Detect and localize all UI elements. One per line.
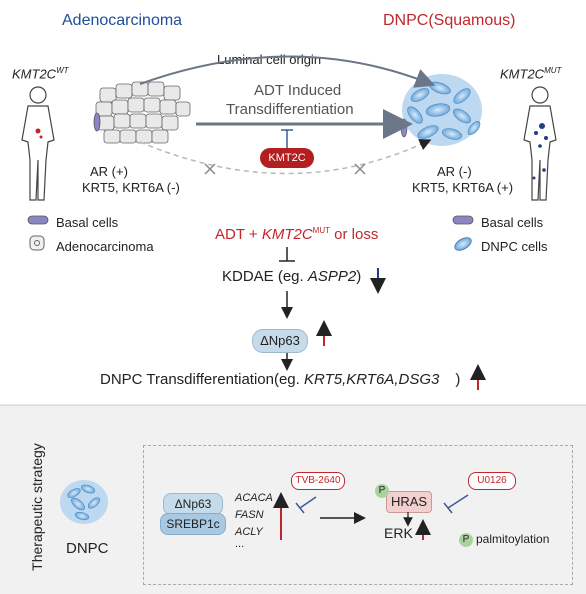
legend-adeno: Adenocarcinoma xyxy=(56,239,154,254)
gene-acaca: ACACA xyxy=(235,492,273,504)
gene-acly: ACLY xyxy=(235,526,263,538)
therapy-dnpc-cluster-icon xyxy=(60,480,108,524)
basal-cell-icon-right xyxy=(452,215,474,225)
left-krt-status: KRT5, KRT6A (-) xyxy=(82,180,180,195)
transdifferentiation-label: Transdifferentiation xyxy=(226,101,354,118)
legend-basal-left: Basal cells xyxy=(56,215,119,230)
adenocarcinoma-title: Adenocarcinoma xyxy=(62,12,183,29)
adeno-cell-icon xyxy=(29,235,45,251)
kmt2c-mut-label: KMT2CMUT xyxy=(500,66,562,82)
therapy-srebp-pill: SREBP1c xyxy=(160,513,226,535)
dnpc-cell-icon xyxy=(454,237,472,251)
kmt2c-wt-label: KMT2CWT xyxy=(12,66,69,82)
human-figure-right-icon xyxy=(523,86,557,201)
gene-ellipsis: ... xyxy=(235,538,245,550)
palmitoylation-label: palmitoylation xyxy=(476,532,550,546)
phospho-badge-2: P xyxy=(459,533,473,547)
np63-pill: ΔNp63 xyxy=(252,329,308,353)
legend-dnpc: DNPC cells xyxy=(481,239,548,254)
kmt2c-badge: KMT2C xyxy=(260,148,314,168)
dnpc-cluster-icon xyxy=(400,74,482,146)
dnpc-transdiff-label: DNPC Transdifferentiation(eg. KRT5,KRT6A… xyxy=(100,371,461,388)
hras-pill: HRAS xyxy=(386,491,432,513)
therapy-dashed-box xyxy=(143,445,573,585)
block-x-marks xyxy=(204,163,366,175)
u0126-pill: U0126 xyxy=(468,472,516,490)
right-krt-status: KRT5, KRT6A (+) xyxy=(412,180,514,195)
tvb2640-pill: TVB-2640 xyxy=(291,472,345,490)
kddae-label: KDDAE (eg. ASPP2) xyxy=(222,268,362,285)
therapy-dnpc-label: DNPC xyxy=(66,540,109,557)
gene-fasn: FASN xyxy=(235,509,264,521)
human-figure-left-icon xyxy=(21,86,55,201)
adt-kmt2c-label: ADT + KMT2CMUT or loss xyxy=(215,226,379,243)
basal-cell-icon-left xyxy=(27,215,49,225)
right-ar-status: AR (-) xyxy=(437,164,472,179)
adt-induced-label: ADT Induced xyxy=(254,82,342,99)
left-ar-status: AR (+) xyxy=(90,164,128,179)
phospho-badge: P xyxy=(375,484,389,498)
erk-label: ERK xyxy=(384,525,413,541)
adenocarcinoma-cluster-icon xyxy=(93,81,191,144)
legend-basal-right: Basal cells xyxy=(481,215,544,230)
dnpc-title: DNPC(Squamous) xyxy=(383,12,516,29)
